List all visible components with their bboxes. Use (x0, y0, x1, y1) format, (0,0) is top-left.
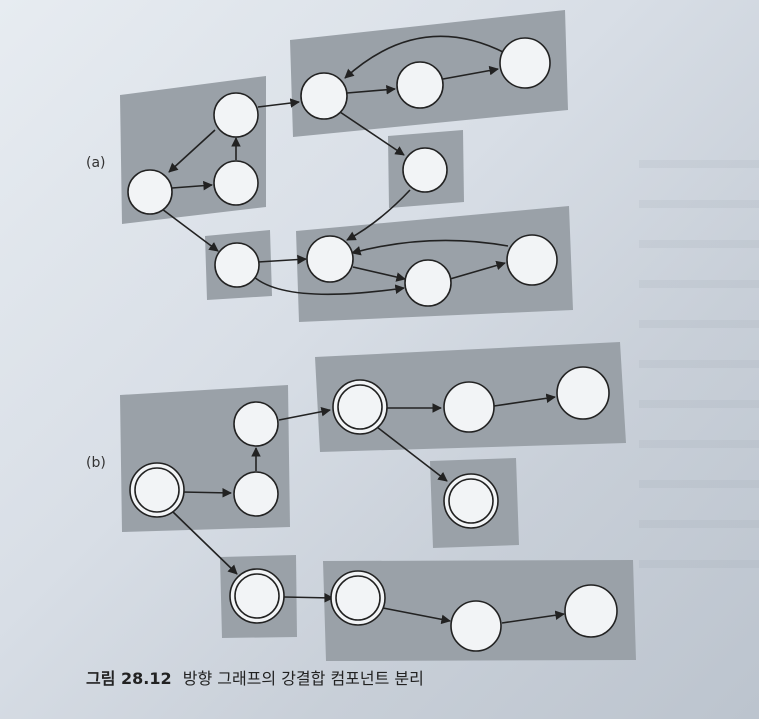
graph-node (564, 584, 618, 638)
graph-node (213, 160, 259, 206)
edge (351, 239, 509, 256)
root-node (448, 478, 494, 524)
edge (283, 593, 334, 603)
root-node (134, 467, 180, 513)
graph-node (233, 471, 279, 517)
root-node (234, 573, 280, 619)
graph-node (404, 259, 452, 307)
graph-node (300, 72, 348, 120)
graph-node (443, 381, 495, 433)
edge (257, 98, 300, 108)
graph-node (556, 366, 610, 420)
graph-node (396, 61, 444, 109)
edge (382, 607, 451, 625)
edge (278, 406, 331, 421)
edge (257, 254, 307, 265)
graph-node (214, 242, 260, 288)
graph-node (499, 37, 551, 89)
edge (252, 275, 405, 296)
graph-node (506, 234, 558, 286)
figure-caption: 그림 28.12 방향 그래프의 강결합 컴포넌트 분리 (86, 665, 424, 689)
caption-text: 방향 그래프의 강결합 컴포넌트 분리 (182, 669, 424, 688)
faint-background-text (639, 160, 759, 590)
edge (501, 610, 565, 624)
edge (352, 266, 406, 282)
edge (493, 393, 556, 407)
part-b-edges (172, 393, 565, 625)
graph-node (306, 235, 354, 283)
part-a-label: (a) (86, 155, 106, 171)
part-b-label: (b) (86, 455, 106, 471)
edge (339, 111, 405, 156)
graph-node (402, 147, 448, 193)
edge (346, 189, 411, 241)
edge (181, 488, 232, 498)
caption-number: 그림 28.12 (86, 669, 172, 688)
graph-node (213, 92, 259, 138)
edge (168, 129, 216, 173)
part-a-edges (161, 35, 509, 296)
edge (449, 260, 506, 280)
edge (346, 84, 396, 95)
edge (344, 35, 506, 79)
edge (172, 511, 238, 575)
edge (161, 208, 219, 252)
edge (442, 65, 499, 80)
graph-node (233, 401, 279, 447)
edge (171, 180, 213, 191)
part-b-nodes (129, 366, 618, 652)
graph-node (127, 169, 173, 215)
part-a-nodes (127, 37, 558, 307)
root-node (337, 384, 383, 430)
root-node (335, 575, 381, 621)
graph-node (450, 600, 502, 652)
edge (376, 426, 448, 482)
